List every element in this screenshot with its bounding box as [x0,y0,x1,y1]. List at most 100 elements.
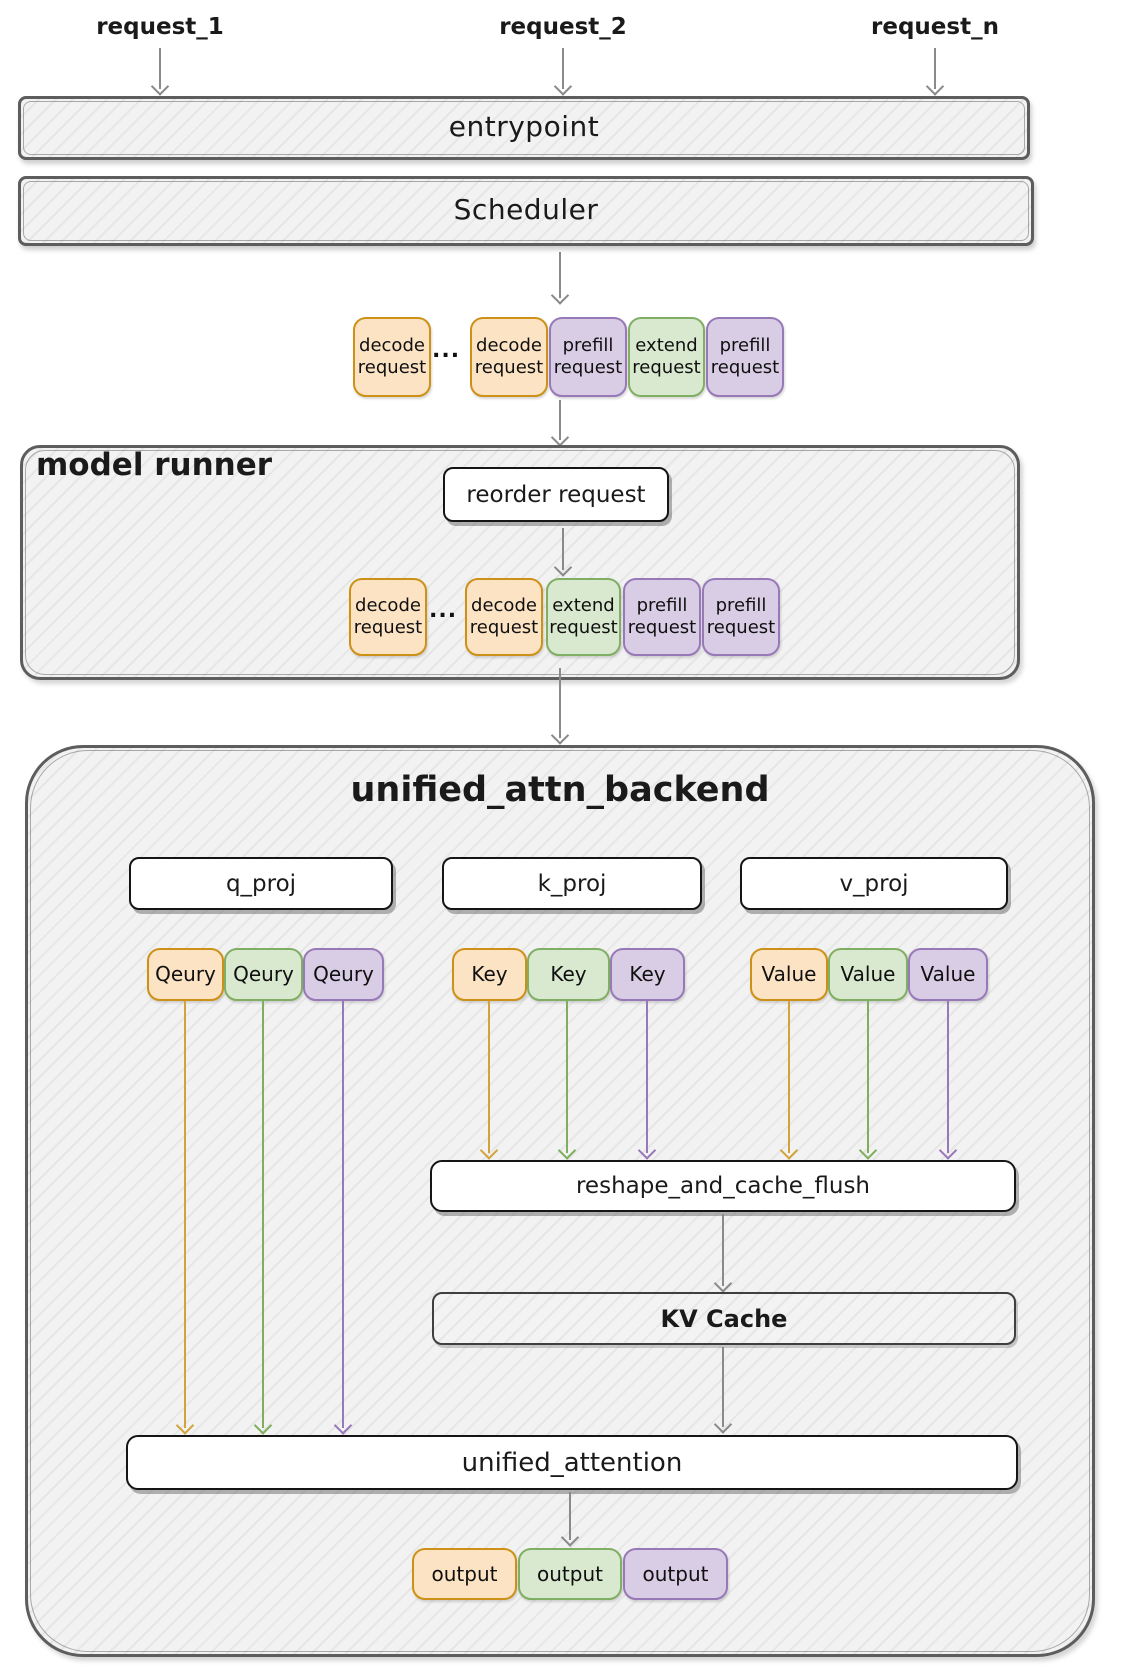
chip-line1: prefill [719,334,771,356]
arrow-down-icon [479,1141,499,1160]
chip-extend-request: extend request [546,578,621,656]
arrow-down-icon [637,1141,657,1160]
queue-ellipsis: ... [429,598,458,623]
arrow-down-icon [779,1141,799,1160]
arrow-value-2 [858,1001,878,1160]
chip-key: Key [452,948,527,1001]
chip-label: Qeury [155,962,216,986]
chip-decode-request: decode request [465,578,543,656]
request-1-label: request_1 [96,14,224,40]
chip-line2: request [706,617,776,638]
arrow-query-2 [253,1001,273,1435]
arrow-down-icon [333,1416,353,1435]
arrow-down-icon [553,558,573,577]
chip-label: output [537,1561,603,1586]
chip-line2: request [632,357,701,378]
chip-line1: decode [355,594,421,616]
arrow-model-runner-to-backend [550,668,570,745]
chip-extend-request: extend request [628,317,705,397]
chip-line1: decode [359,334,425,356]
chip-value: Value [908,948,988,1001]
arrow-queue-to-model-runner [550,400,570,447]
arrow-reshape-to-kv-cache [713,1214,733,1293]
arrow-request-2-to-entrypoint [553,48,573,96]
arrow-down-icon [560,1528,580,1547]
arrow-query-3 [333,1001,353,1435]
arrow-request-1-to-entrypoint [150,48,170,96]
chip-label: Value [840,962,896,986]
arrow-down-icon [550,428,570,447]
chip-label: Value [761,962,817,986]
chip-prefill-request: prefill request [702,578,780,656]
chip-line1: decode [471,594,537,616]
chip-label: Value [920,962,976,986]
arrow-key-3 [637,1001,657,1160]
chip-label: Key [550,962,587,986]
q-proj-label: q_proj [225,870,297,897]
entrypoint-box: entrypoint [18,96,1030,160]
chip-label: Key [471,962,508,986]
reorder-request-label: reorder request [466,481,646,508]
chip-query: Qeury [224,948,303,1001]
queue-ellipsis: ... [432,338,461,363]
chip-key: Key [610,948,685,1001]
arrow-unified-attention-to-output [560,1492,580,1547]
arrow-down-icon [253,1416,273,1435]
chip-value: Value [828,948,908,1001]
q-proj-box: q_proj [129,857,393,910]
chip-decode-request: decode request [470,317,548,397]
v-proj-label: v_proj [839,870,909,897]
chip-output: output [623,1548,728,1600]
arrow-down-icon [550,726,570,745]
chip-line2: request [474,357,544,378]
chip-line2: request [549,617,618,638]
reshape-and-cache-flush-label: reshape_and_cache_flush [575,1173,870,1199]
arrow-scheduler-to-queue [550,252,570,305]
chip-line2: request [469,617,539,638]
chip-decode-request: decode request [349,578,427,656]
chip-line2: request [553,357,623,378]
chip-line2: request [357,357,427,378]
v-proj-box: v_proj [740,857,1008,910]
arrow-down-icon [150,77,170,96]
chip-label: Qeury [313,962,374,986]
chip-line2: request [710,357,780,378]
arrow-kv-cache-to-unified-attention [713,1347,733,1434]
chip-prefill-request: prefill request [549,317,627,397]
unified-attention-label: unified_attention [461,1447,683,1478]
chip-line1: prefill [562,334,614,356]
chip-decode-request: decode request [353,317,431,397]
chip-line1: extend [552,594,615,616]
model-runner-label: model runner [36,447,273,483]
chip-line1: prefill [715,594,767,616]
scheduler-box: Scheduler [18,176,1034,246]
arrow-query-1 [175,1001,195,1435]
request-2-label: request_2 [499,14,627,40]
reorder-request-box: reorder request [443,467,669,522]
arrow-key-1 [479,1001,499,1160]
arrow-request-n-to-entrypoint [925,48,945,96]
chip-prefill-request: prefill request [623,578,701,656]
k-proj-box: k_proj [442,857,702,910]
chip-line2: request [353,617,423,638]
chip-label: output [642,1561,709,1586]
arrow-down-icon [175,1416,195,1435]
entrypoint-label: entrypoint [448,110,600,144]
arrow-value-1 [779,1001,799,1160]
chip-value: Value [750,948,828,1001]
chip-output: output [412,1548,517,1600]
chip-label: output [431,1561,498,1586]
chip-query: Qeury [147,948,224,1001]
arrow-down-icon [925,77,945,96]
chip-query: Qeury [303,948,384,1001]
arrow-down-icon [553,77,573,96]
arrow-down-icon [858,1141,878,1160]
chip-line1: prefill [636,594,688,616]
scheduler-label: Scheduler [453,193,599,227]
chip-line1: extend [635,334,698,356]
kv-cache-box: KV Cache [432,1292,1016,1345]
arrow-down-icon [938,1141,958,1160]
k-proj-label: k_proj [537,870,607,897]
arrow-value-3 [938,1001,958,1160]
